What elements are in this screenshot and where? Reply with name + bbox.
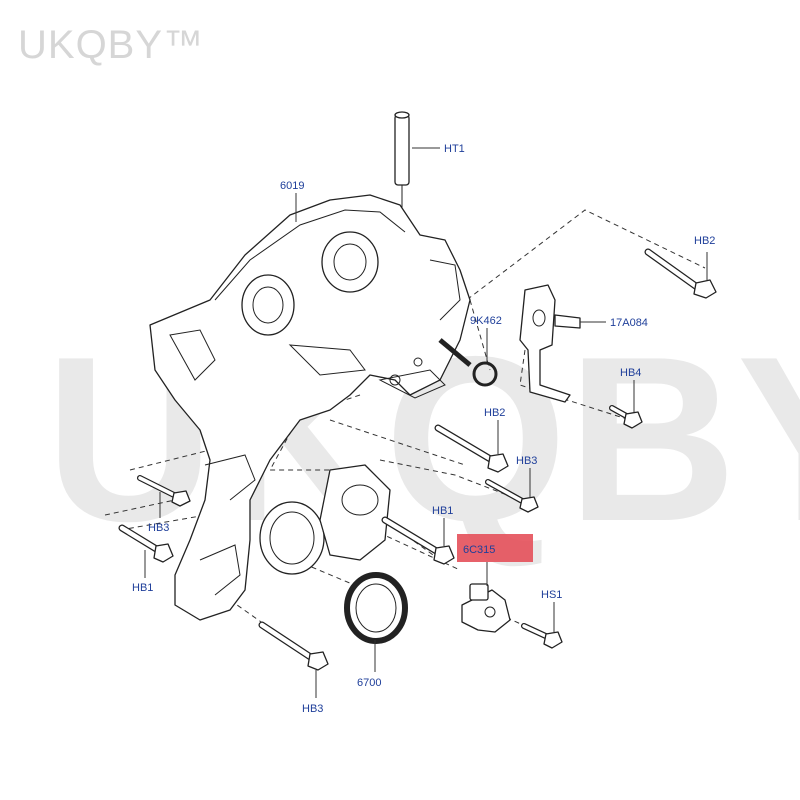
- label-hb3-left: HB3: [148, 522, 169, 534]
- bracket-17a084: [519, 284, 606, 403]
- label-hb2-mid: HB2: [484, 407, 505, 419]
- label-6c315: 6C315: [463, 544, 495, 556]
- bolt-hb1-mid: [381, 516, 455, 565]
- sensor-6c315: [461, 562, 511, 633]
- label-hb3-bottom: HB3: [302, 703, 323, 715]
- label-hb2-top: HB2: [694, 235, 715, 247]
- bolt-hb2-top: [644, 248, 717, 299]
- bolt-hs1: [521, 602, 563, 649]
- label-hb1-mid: HB1: [432, 505, 453, 517]
- label-6700: 6700: [357, 677, 381, 689]
- seal-housing: [259, 464, 391, 575]
- bolt-hb4: [609, 380, 643, 429]
- front-seal-6700: [344, 572, 408, 672]
- label-hb4: HB4: [620, 367, 641, 379]
- brand-logo-text: UKQBY™: [18, 23, 204, 67]
- highlight-box-6c315: [457, 534, 533, 562]
- bolt-hb3-bottom: [258, 621, 329, 698]
- label-hb1-left: HB1: [132, 582, 153, 594]
- bolt-hb3-right: [485, 468, 539, 513]
- bolt-hb2-mid: [434, 420, 509, 473]
- bolt-hb3-left: [137, 475, 191, 518]
- label-9k462: 9K462: [470, 315, 502, 327]
- label-6019: 6019: [280, 180, 304, 192]
- label-hs1: HS1: [541, 589, 562, 601]
- bolt-hb1-left: [118, 524, 174, 578]
- timing-cover-6019: [149, 193, 471, 621]
- label-ht1: HT1: [444, 143, 465, 155]
- label-hb3-right: HB3: [516, 455, 537, 467]
- clip-9k462: [438, 328, 498, 387]
- label-17a084: 17A084: [610, 317, 648, 329]
